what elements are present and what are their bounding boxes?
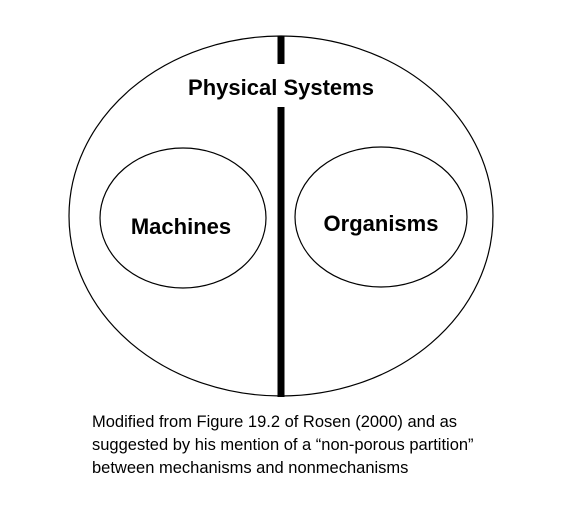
caption-line: between mechanisms and nonmechanisms	[92, 459, 409, 477]
figure-caption: Modified from Figure 19.2 of Rosen (2000…	[92, 411, 552, 480]
caption-line: Modified from Figure 19.2 of Rosen (2000…	[92, 413, 458, 431]
machines-ellipse	[99, 147, 267, 289]
caption-line: suggested by his mention of a “non-porou…	[92, 436, 474, 454]
physical-systems-label: Physical Systems	[188, 75, 374, 100]
machines-label: Machines	[131, 214, 231, 239]
diagram: Physical Systems Machines Organisms	[68, 35, 494, 397]
organisms-ellipse	[294, 146, 468, 288]
organisms-label: Organisms	[324, 211, 439, 236]
